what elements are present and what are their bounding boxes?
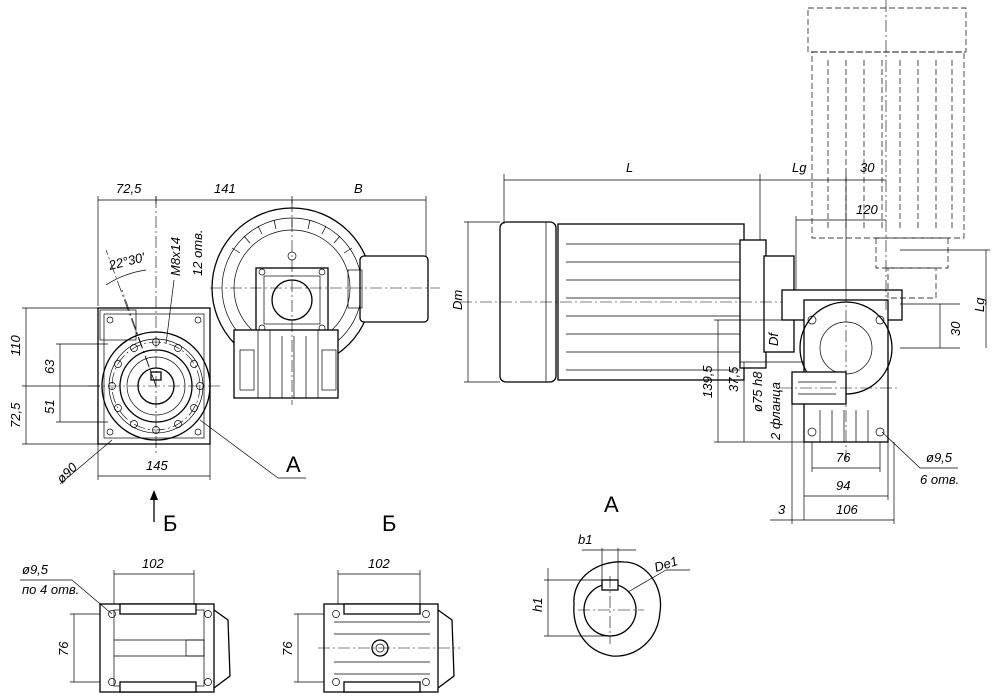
bottom-view-left: ø9,5 по 4 отв. 102 76 [20, 556, 231, 693]
dim-De1: De1 [652, 553, 679, 575]
dim-m8x14: M8x14 [168, 237, 183, 276]
dim-12-holes: 12 отв. [190, 229, 205, 276]
dim-76-right-bottom: 76 [280, 641, 295, 656]
dim-76-left: 76 [56, 641, 71, 656]
dim-72-5-top: 72,5 [116, 181, 142, 196]
dim-102-left: 102 [142, 556, 164, 571]
dim-30-right: 30 [948, 321, 963, 336]
dim-Dm: Dm [450, 290, 465, 310]
dim-139-5: 139,5 [700, 365, 715, 398]
dim-B: B [354, 181, 363, 196]
view-b-label: Б [382, 511, 396, 536]
dim-94: 94 [836, 478, 850, 493]
dim-106: 106 [836, 502, 858, 517]
view-a-section: A b1 h1 De1 [530, 492, 690, 657]
view-a-arrow-label: A [286, 452, 301, 477]
dim-L: L [626, 160, 633, 175]
dim-120: 120 [856, 202, 878, 217]
second-stage-body [233, 329, 339, 399]
side-view-dimensions: L Lg 30 120 Dm Df 139,5 37,5 ø75 h8 2 фл… [450, 160, 990, 524]
side-view-motor [460, 221, 880, 383]
dim-h1: h1 [530, 598, 545, 612]
dim-37-5: 37,5 [726, 366, 741, 392]
alt-motor-position [807, 0, 967, 310]
dim-72-5-left: 72,5 [8, 402, 23, 428]
dim-141: 141 [214, 181, 236, 196]
dim-Lg-right: Lg [972, 297, 987, 312]
dim-6-holes: 6 отв. [920, 472, 959, 487]
front-view-dimensions: 72,5 141 B 22°30' M8x14 12 отв. 110 63 5… [8, 181, 427, 536]
dim-110: 110 [8, 335, 23, 356]
dim-phi-90: ø90 [54, 459, 81, 486]
section-outline [573, 561, 662, 657]
dim-angle-22-30: 22°30' [106, 249, 147, 273]
dim-phi-9-5-right: ø9,5 [926, 450, 953, 465]
side-view-gearbox [780, 289, 903, 460]
dim-30-top: 30 [860, 160, 875, 175]
dim-phi-9-5-bottom: ø9,5 [22, 562, 49, 577]
dim-3: 3 [778, 502, 786, 517]
front-view-second-stage [210, 200, 440, 405]
view-a-label: A [604, 492, 619, 517]
front-view-gearbox [88, 196, 222, 455]
dim-102-right: 102 [368, 556, 390, 571]
motor-fins [566, 243, 740, 371]
dim-phi-75-h8: ø75 h8 [750, 371, 765, 412]
dim-51: 51 [42, 400, 57, 414]
dim-Lg-top: Lg [792, 160, 807, 175]
dim-Df: Df [766, 332, 781, 346]
dim-76-right: 76 [836, 450, 851, 465]
gearbox-housing [97, 307, 211, 445]
dim-4-holes: по 4 отв. [22, 582, 79, 597]
dim-145: 145 [146, 458, 168, 473]
view-b-arrow-label: Б [163, 511, 177, 536]
dim-63: 63 [42, 359, 57, 374]
dim-2-flanges: 2 фланца [768, 382, 783, 441]
bottom-view-right: Б 102 76 [280, 511, 460, 693]
dim-b1: b1 [578, 532, 592, 547]
motor-stub [359, 255, 429, 323]
